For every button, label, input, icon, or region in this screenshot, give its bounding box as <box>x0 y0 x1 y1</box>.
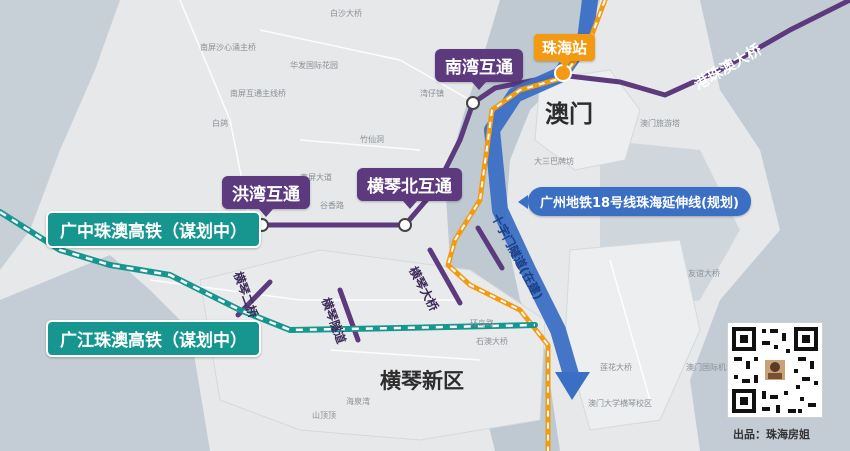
nanwan-interchange-callout: 南湾互通 <box>435 49 523 90</box>
minor-label: 环岛路 <box>470 319 494 328</box>
minor-label: 大三巴牌坊 <box>534 157 574 166</box>
minor-label: 南屏大道 <box>300 173 332 182</box>
minor-label: 澳门国际机场 <box>686 363 734 372</box>
minor-label: 南屏互通主线桥 <box>230 89 286 98</box>
guangjiang-hsr-callout: 广江珠澳高铁（谋划中） <box>46 320 261 357</box>
metro18-callout: 广州地铁18号线珠海延伸线(规划) <box>518 187 751 216</box>
shizimen-tunnel-road <box>475 225 505 271</box>
hzm-bridge-road <box>557 0 850 98</box>
minor-label: 南屏沙心涌主桥 <box>200 43 256 52</box>
macau-label: 澳门 <box>545 100 593 128</box>
guangzhong-hsr-callout: 广中珠澳高铁（谋划中） <box>46 211 261 248</box>
hengqin-bridge-road <box>427 247 463 306</box>
minor-label: 湾仔镇 <box>420 89 444 98</box>
hengqin-north-node <box>398 218 412 232</box>
minor-label: 石澳大桥 <box>476 337 508 346</box>
credit-label: 出品：珠海房姐 <box>733 428 810 441</box>
minor-label: 华发国际花园 <box>290 61 338 70</box>
minor-label: 澳门大学横琴校区 <box>588 399 652 408</box>
minor-label: 友谊大桥 <box>688 269 720 278</box>
hengqin-north-interchange-callout: 横琴北互通 <box>357 168 462 209</box>
nanwan-node <box>466 96 480 110</box>
minor-label: 竹仙洞 <box>360 135 384 144</box>
minor-label: 澳门旅游塔 <box>640 119 680 128</box>
macau-peninsula <box>534 69 641 171</box>
minor-label: 海泉湾 <box>346 397 370 406</box>
zhuhai-station-callout: 珠海站 <box>534 34 596 68</box>
hengqin-district-label: 横琴新区 <box>380 369 464 393</box>
metro18-arrowhead <box>555 372 590 400</box>
hongwan-interchange-callout: 洪湾互通 <box>222 176 310 217</box>
minor-label: 白沙大桥 <box>330 9 362 18</box>
minor-label: 白鸽 <box>212 119 228 128</box>
minor-label: 山顶顶 <box>312 411 336 420</box>
qr-code[interactable] <box>727 322 823 418</box>
qr-pattern <box>732 327 818 413</box>
west-water <box>0 0 120 270</box>
minor-label: 谷香路 <box>320 201 344 210</box>
minor-label: 莲花大桥 <box>600 363 632 372</box>
